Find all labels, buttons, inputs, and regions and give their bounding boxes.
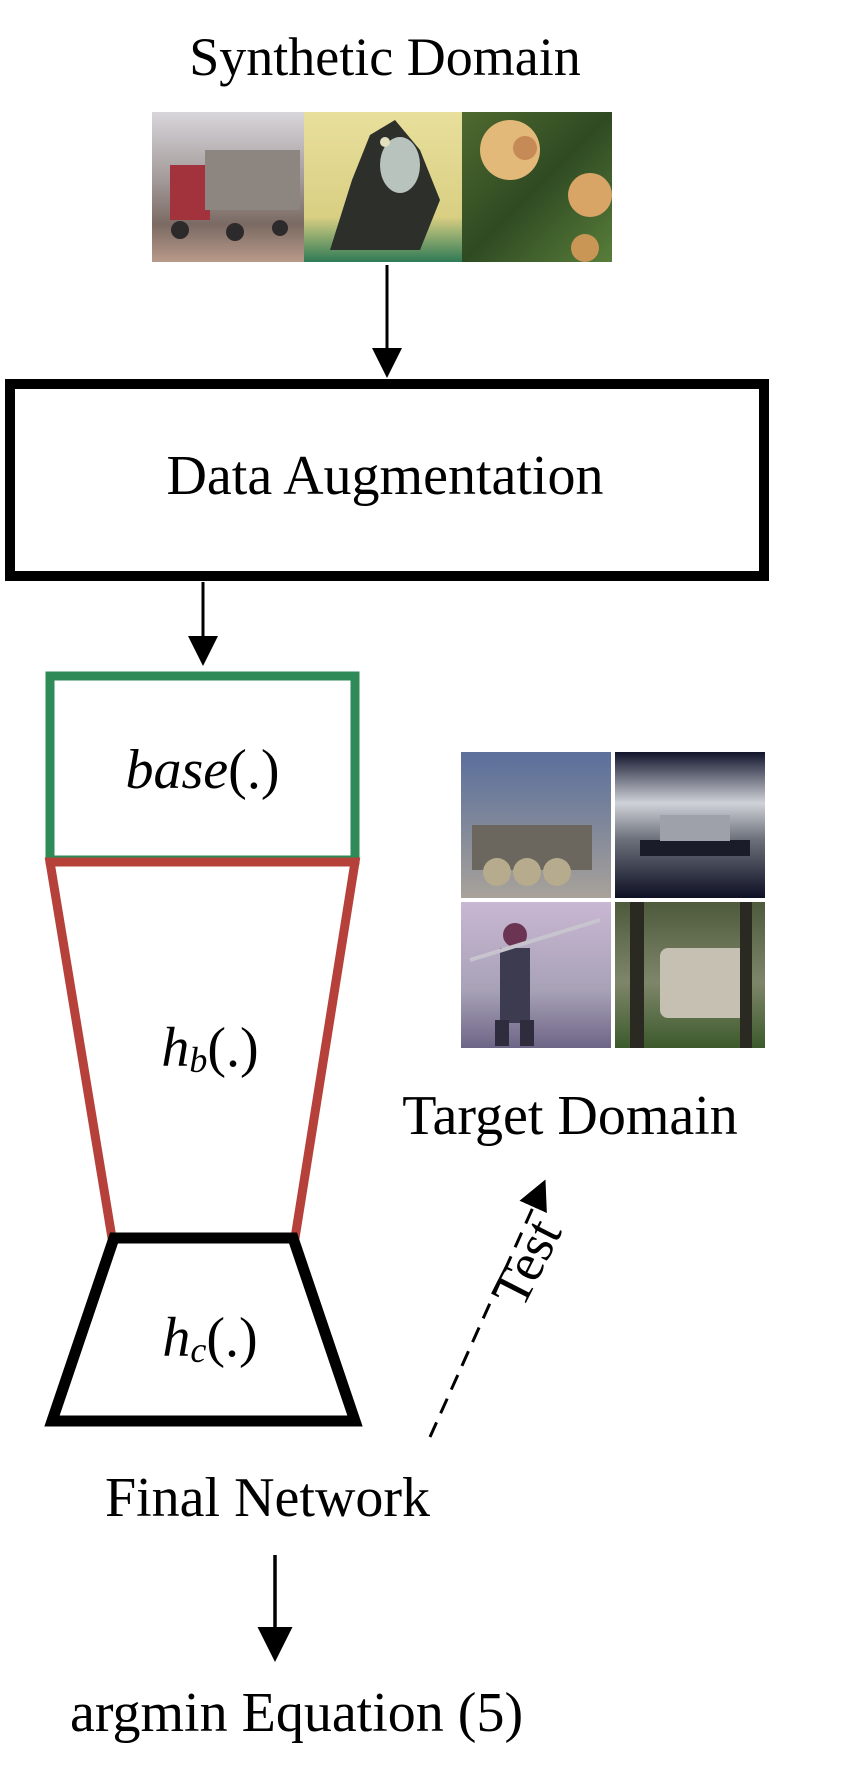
car-image — [615, 902, 765, 1048]
ship-image — [615, 752, 765, 898]
flowers-image — [462, 112, 612, 262]
target-domain-label: Target Domain — [402, 1085, 738, 1147]
synthetic-images — [152, 112, 612, 262]
soldier-image — [461, 902, 611, 1048]
hb-function-label: hb(.) — [161, 1017, 259, 1080]
data-augmentation-box — [5, 379, 769, 581]
test-arrow — [428, 1179, 547, 1438]
tank-image — [461, 752, 611, 898]
objective-label: argmin Equation (5) — [70, 1682, 524, 1744]
base-function-label: base(.) — [125, 739, 280, 801]
cat-image — [304, 112, 462, 262]
data-augmentation-label: Data Augmentation — [166, 445, 604, 507]
hc-function-label: hc(.) — [162, 1307, 258, 1370]
synthetic-domain-title: Synthetic Domain — [189, 27, 581, 87]
final-network-label: Final Network — [104, 1467, 431, 1529]
target-images — [461, 752, 765, 1048]
hc-block — [44, 1232, 363, 1427]
truck-image — [152, 112, 304, 262]
